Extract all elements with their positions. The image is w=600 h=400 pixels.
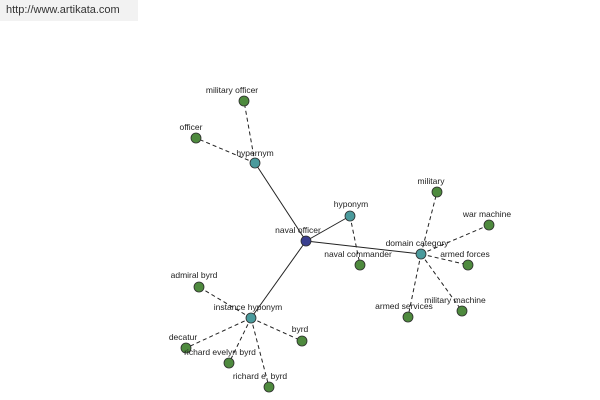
node-label-hypernym[interactable]: hypernym <box>236 148 273 158</box>
edge-instance-decatur <box>185 317 252 349</box>
node-label-war-machine[interactable]: war machine <box>462 209 511 219</box>
edge-instance-richard-e-byrd <box>250 317 270 388</box>
edge-center-hypernym <box>254 162 307 242</box>
node-military[interactable] <box>431 186 443 198</box>
edge-hyponym-naval-commander <box>349 215 361 266</box>
edge-center-domain <box>305 240 422 255</box>
edge-domain-armed-services <box>407 253 422 318</box>
edge-domain-armed-forces <box>420 253 469 266</box>
node-label-armed-services[interactable]: armed services <box>375 301 433 311</box>
node-center[interactable] <box>300 235 312 247</box>
node-byrd[interactable] <box>296 335 308 347</box>
edge-instance-richard-evelyn-byrd <box>228 317 252 364</box>
node-domain[interactable] <box>415 248 427 260</box>
node-label-military-officer[interactable]: military officer <box>206 85 258 95</box>
site-url[interactable]: http://www.artikata.com <box>0 0 138 21</box>
node-label-instance[interactable]: instance hyponym <box>214 302 283 312</box>
node-richard-evelyn-byrd[interactable] <box>223 357 235 369</box>
node-hypernym[interactable] <box>249 157 261 169</box>
node-war-machine[interactable] <box>483 219 495 231</box>
node-label-military-machine[interactable]: military machine <box>424 295 486 305</box>
node-officer[interactable] <box>190 132 202 144</box>
node-richard-e-byrd[interactable] <box>263 381 275 393</box>
node-label-center[interactable]: naval officer <box>275 225 321 235</box>
node-label-richard-evelyn-byrd[interactable]: richard evelyn byrd <box>184 347 256 357</box>
node-hyponym[interactable] <box>344 210 356 222</box>
node-decatur[interactable] <box>180 342 192 354</box>
node-naval-commander[interactable] <box>354 259 366 271</box>
node-label-domain[interactable]: domain category <box>386 238 450 248</box>
edge-hypernym-military-officer <box>243 100 256 164</box>
edge-instance-byrd <box>250 317 303 342</box>
node-admiral-byrd[interactable] <box>193 281 205 293</box>
node-armed-forces[interactable] <box>462 259 474 271</box>
node-armed-services[interactable] <box>402 311 414 323</box>
node-label-admiral-byrd[interactable]: admiral byrd <box>171 270 218 280</box>
edge-center-instance <box>250 240 307 319</box>
node-label-naval-commander[interactable]: naval commander <box>324 249 392 259</box>
node-label-richard-e-byrd[interactable]: richard e. byrd <box>233 371 288 381</box>
graph-nodes <box>180 95 495 393</box>
node-label-military[interactable]: military <box>418 176 446 186</box>
node-military-officer[interactable] <box>238 95 250 107</box>
edge-domain-war-machine <box>420 224 490 255</box>
edge-instance-admiral-byrd <box>198 286 252 319</box>
graph-labels: naval officer hypernym hyponym domain categ… <box>169 85 512 381</box>
node-military-machine[interactable] <box>456 305 468 317</box>
node-label-hyponym[interactable]: hyponym <box>334 199 369 209</box>
node-label-byrd[interactable]: byrd <box>292 324 309 334</box>
edge-domain-military <box>420 191 438 255</box>
node-label-decatur[interactable]: decatur <box>169 332 198 342</box>
node-instance[interactable] <box>245 312 257 324</box>
edge-domain-military-machine <box>420 253 463 312</box>
node-label-armed-forces[interactable]: armed forces <box>440 249 490 259</box>
edge-center-hyponym <box>305 215 351 242</box>
graph-edges <box>185 100 490 388</box>
node-label-officer[interactable]: officer <box>180 122 203 132</box>
edge-hypernym-officer <box>195 137 256 164</box>
